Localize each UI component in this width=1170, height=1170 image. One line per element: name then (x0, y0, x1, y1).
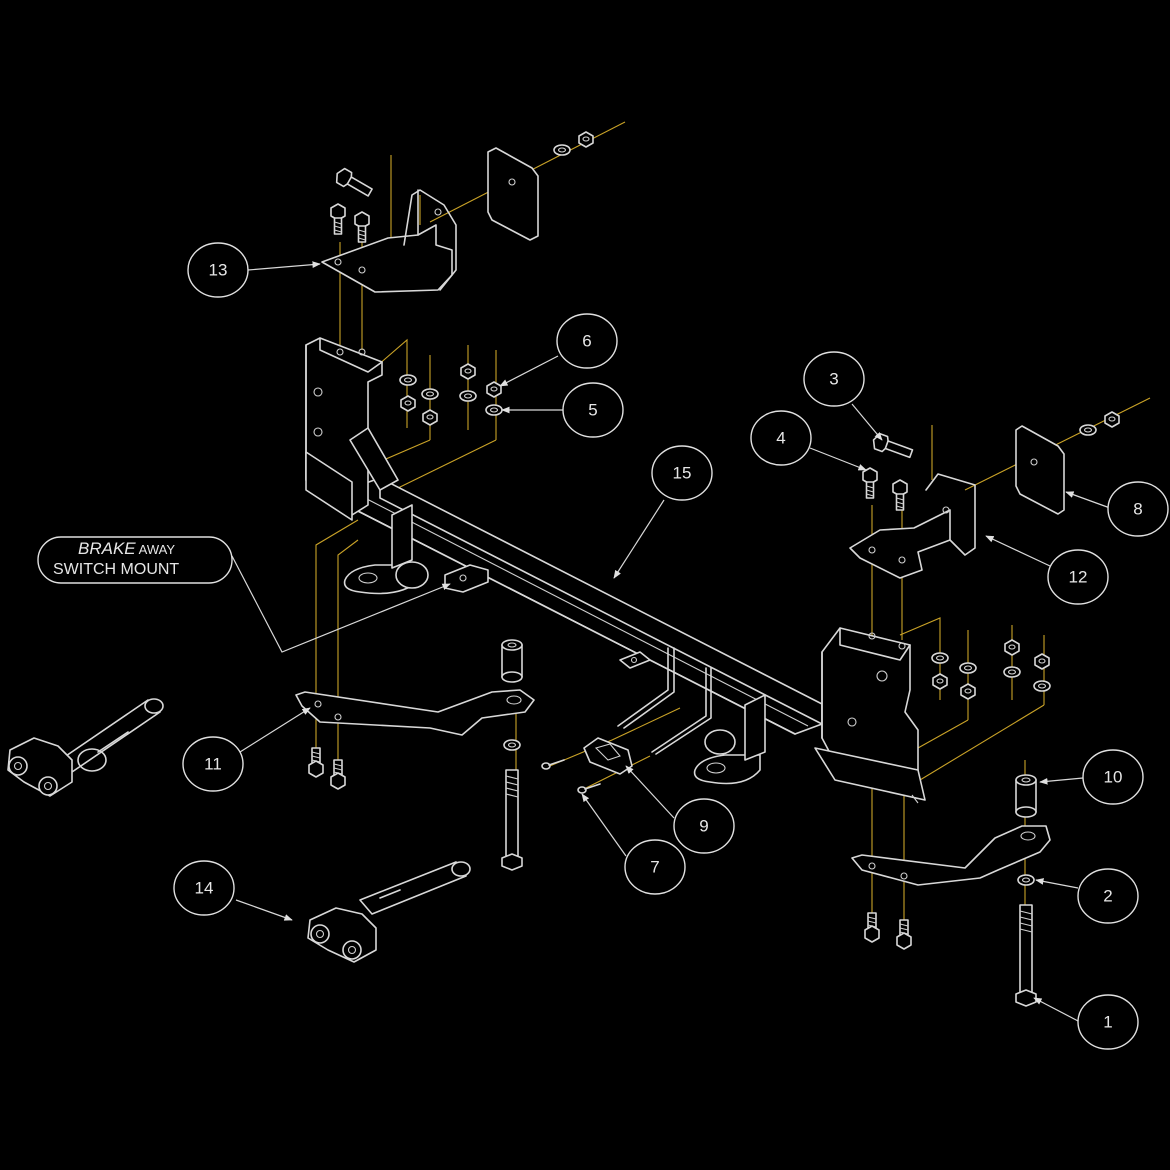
svg-text:11: 11 (204, 755, 222, 774)
callout-4[interactable]: 4 (750, 410, 812, 466)
callout-leaders (231, 261, 1111, 1023)
right-long-bolt (1015, 904, 1037, 1007)
right-backing-plate (1015, 425, 1065, 515)
svg-text:4: 4 (776, 429, 785, 448)
callout-12[interactable]: 12 (1047, 549, 1109, 605)
svg-text:12: 12 (1069, 568, 1088, 587)
callout-2[interactable]: 2 (1077, 868, 1139, 924)
svg-text:6: 6 (582, 332, 591, 351)
left-lower-brace (295, 689, 535, 736)
left-long-bolt (501, 769, 523, 871)
right-frame-bracket (849, 473, 976, 579)
hardware-fasteners (308, 131, 1120, 1007)
left-spacer (501, 639, 523, 683)
callout-7[interactable]: 7 (624, 839, 686, 895)
callout-11[interactable]: 11 (182, 736, 244, 792)
left-frame-bracket (321, 189, 457, 293)
callout-14[interactable]: 14 (173, 860, 235, 916)
svg-text:5: 5 (588, 401, 597, 420)
svg-text:13: 13 (209, 261, 228, 280)
svg-text:7: 7 (650, 858, 659, 877)
receiver-cross-tube (343, 477, 823, 785)
svg-text:8: 8 (1133, 500, 1142, 519)
right-side-bracket (814, 627, 926, 804)
callout-13[interactable]: 13 (187, 242, 249, 298)
left-side-bracket (305, 337, 399, 521)
clevis-pin-right (307, 861, 471, 963)
svg-text:3: 3 (829, 370, 838, 389)
callout-9[interactable]: 9 (673, 798, 735, 854)
clevis-pin-left (7, 698, 164, 797)
svg-text:10: 10 (1104, 768, 1123, 787)
safety-cable-rods (617, 647, 712, 755)
svg-text:9: 9 (699, 817, 708, 836)
right-lower-brace (851, 825, 1051, 886)
callout-6[interactable]: 6 (556, 313, 618, 369)
svg-text:1: 1 (1103, 1013, 1112, 1032)
callout-8[interactable]: 8 (1107, 481, 1169, 537)
right-spacer (1015, 774, 1037, 818)
left-backing-plate (487, 147, 539, 241)
mounting-plate-small (583, 737, 633, 775)
callout-10[interactable]: 10 (1082, 749, 1144, 805)
svg-text:15: 15 (673, 464, 692, 483)
callout-15[interactable]: 15 (651, 445, 713, 501)
svg-text:14: 14 (195, 879, 214, 898)
svg-text:2: 2 (1103, 887, 1112, 906)
brake-label-line2: SWITCH MOUNT (53, 561, 179, 578)
callout-5[interactable]: 5 (562, 382, 624, 438)
callout-3[interactable]: 3 (803, 351, 865, 407)
callout-bubbles: 1 2 3 4 5 6 7 8 9 10 11 12 13 14 15 (173, 242, 1169, 1050)
callout-1[interactable]: 1 (1077, 994, 1139, 1050)
